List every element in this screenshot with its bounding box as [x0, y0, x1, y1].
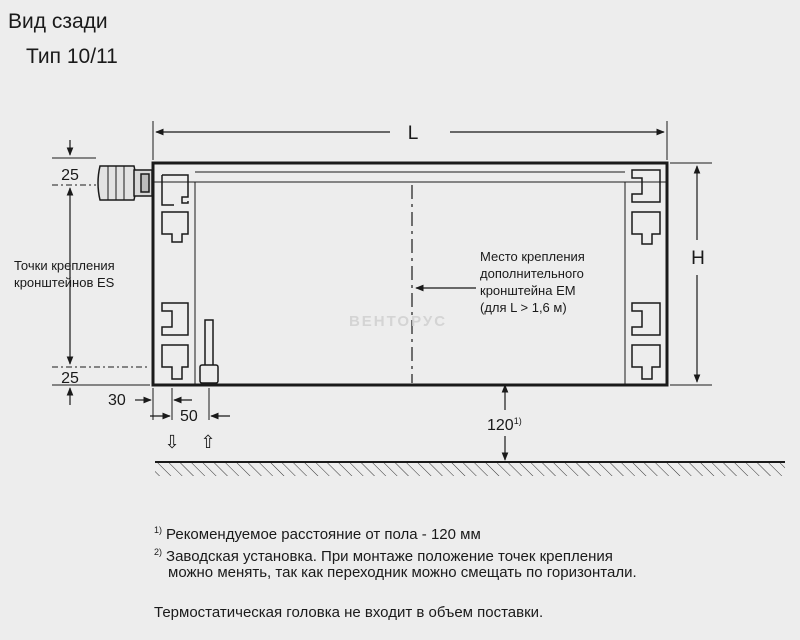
- disclaimer: Термостатическая головка не входит в объ…: [154, 604, 544, 621]
- footnote-1-mark: 1): [154, 525, 163, 535]
- floor: [155, 461, 785, 476]
- footnote-2-text: Заводская установка. При монтаже положен…: [166, 548, 613, 565]
- footnote-2-continued: можно менять, так как переходник можно с…: [168, 563, 637, 583]
- page-subtitle: Тип 10/11: [26, 45, 118, 68]
- footnote-2-text-cont: можно менять, так как переходник можно с…: [168, 564, 637, 581]
- bracket-right-top: [631, 169, 661, 245]
- footnote-2-mark: 2): [154, 547, 163, 557]
- footnote-1: 1)Рекомендуемое расстояние от пола - 120…: [154, 520, 481, 545]
- footnote-1-text: Рекомендуемое расстояние от пола - 120 м…: [166, 526, 481, 543]
- footnote-2: 2)Заводская установка. При монтаже полож…: [154, 542, 613, 567]
- flow-up-icon: ⇧: [200, 432, 215, 452]
- bracket-right-bottom: [631, 302, 661, 380]
- dimension-bottom-offsets: [135, 388, 230, 420]
- dimension-length-label: L: [408, 123, 419, 144]
- dimension-bottom-offset: 25: [61, 370, 79, 387]
- bracket-left-top: [161, 174, 189, 243]
- es-brackets-label-2: кронштейнов ES: [14, 275, 115, 290]
- valve-connector: [199, 319, 219, 384]
- em-bracket-label-2: дополнительного: [480, 266, 584, 281]
- dimension-floor-distance-label: 1201): [487, 416, 522, 434]
- dimension-connector-spacing: 50: [180, 408, 198, 425]
- em-bracket-label: Место крепления дополнительного кронштей…: [480, 249, 585, 315]
- thermostat-head: [97, 165, 153, 201]
- em-bracket-label-1: Место крепления: [480, 249, 585, 264]
- dimension-height-label: H: [691, 248, 705, 269]
- dimension-height: [670, 162, 712, 386]
- dimension-left-offset: 30: [108, 392, 126, 409]
- page-title: Вид сзади: [8, 10, 108, 33]
- flow-down-icon: ⇩: [164, 432, 179, 452]
- em-bracket-label-3: кронштейна EM: [480, 283, 576, 298]
- es-brackets-label-1: Точки крепления: [14, 258, 115, 273]
- dimension-top-offset: 25: [61, 167, 79, 184]
- dimension-length: [152, 121, 668, 160]
- dimension-es-brackets: [52, 140, 150, 405]
- bracket-left-bottom: [161, 302, 189, 380]
- radiator-body: [151, 161, 669, 387]
- em-bracket-label-4: (для L > 1,6 м): [480, 300, 567, 315]
- watermark-logo: ВЕНТОРУС: [349, 313, 447, 330]
